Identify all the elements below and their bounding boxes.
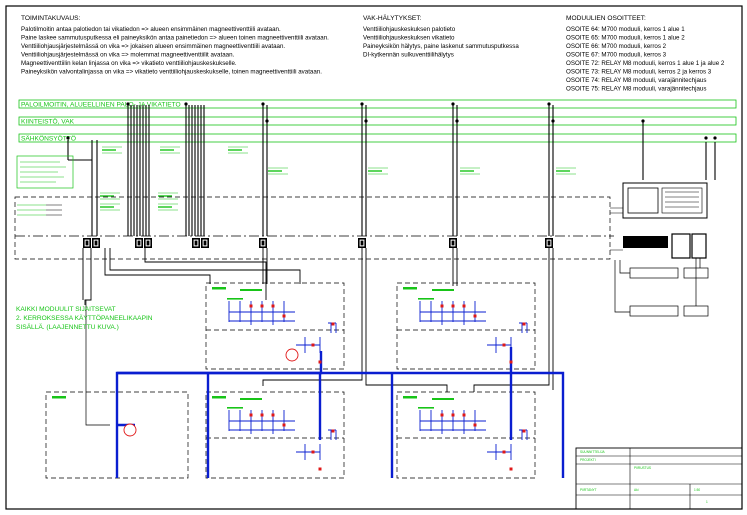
function-line: Palotilmoitin antaa palotiedon tai vikat… [21,26,281,33]
note-line: SISÄLLÄ. (LAAJENNETTU KUVA.) [16,323,119,331]
function-line: Venttiiliohjausjärjestelmässä on vika =>… [21,52,235,59]
title-block-field: 1 [706,500,708,504]
vak-line: Paineyksikön hälytys, paine laskenut sam… [363,43,519,50]
pressure-signal-line [85,300,110,426]
function-line: Paineyksikön valvontalinjassa on vika =>… [21,69,322,76]
bus-sahko-label: SÄHKÖNSYÖTTÖ [21,134,76,142]
title-block-field: PIIRTÄNYT [580,488,597,492]
title-block-field: SUUNNITTELIJA [580,450,605,454]
vak-alarms: VAK-HÄLYTYKSET: Venttiiliohjauskeskuksen… [363,14,519,59]
pressure-tanks [123,348,299,437]
sprinkler-main-pipe [115,347,565,478]
title-block-field: Aki [634,488,639,492]
title-block: SUUNNITTELIJA PROJEKTI PIIRUSTUS PIIRTÄN… [575,447,743,510]
feeder-lines [67,105,716,236]
module-symbols [83,238,553,248]
module-tags [99,146,577,211]
bus-taps [66,102,717,140]
module-line: OSOITE 73: RELAY M8 moduuli, kerros 2 ja… [566,69,712,76]
bus-palo: PALOILMOITIN, ALUEELLINEN PALO- JA VIKAT… [18,99,737,108]
module-location-note: KAIKKI MODUULIT SIJAITSEVAT 2. KERROKSES… [16,306,153,331]
module-line: OSOITE 67: M700 moduuli, kerros 3 [566,52,667,59]
valve-stations [228,301,528,460]
vak-line: Venttiiliohjauskeskuksen palotieto [363,26,456,33]
function-line: Venttiiliohjausjärjestelmässä on vika =>… [21,43,285,50]
note-line: 2. KERROKSESSA KÄYTTÖPANEELIKAAPIN [16,314,153,322]
module-line: OSOITE 75: RELAY M8 moduuli, varajännite… [566,86,706,93]
vak-line: Venttiiliohjauskeskuksen vikatieto [363,35,455,42]
control-wiring [82,248,554,392]
bus-kiinteisto-label: KIINTEISTÖ, VAK [21,117,75,125]
module-line: OSOITE 65: M700 moduuli, kerros 1 alue 2 [566,35,685,42]
valve-markers [249,304,526,471]
title-block-field: PROJEKTI [580,458,596,462]
vak-line: DI-kytkennän sulkuventtiilihälytys [363,52,454,59]
function-line: Paine laskee sammutusputkessa eli painey… [21,35,329,42]
bus-kiinteisto: KIINTEISTÖ, VAK [18,116,737,125]
function-description: TOIMINTAKUVAUS: Palotilmoitin antaa palo… [21,15,329,76]
module-line: OSOITE 64: M700 moduuli, kerros 1 alue 1 [566,26,685,33]
bus-sahko: SÄHKÖNSYÖTTÖ [18,133,737,143]
function-description-title: TOIMINTAKUVAUS: [21,15,81,22]
note-line: KAIKKI MODUULIT SIJAITSEVAT [16,306,116,313]
function-line: Magneettiventtiilin kelan linjassa on vi… [21,60,237,67]
title-block-field: PIIRUSTUS [634,466,651,470]
module-line: OSOITE 72: RELAY M8 moduuli, kerros 1 al… [566,60,725,67]
module-cabinet-outline [14,196,611,260]
vak-alarms-title: VAK-HÄLYTYKSET: [363,14,422,22]
sheet-frame [5,5,743,510]
module-line: OSOITE 66: M700 moduuli, kerros 2 [566,43,667,50]
power-supply-box [16,155,74,216]
title-block-field: 1:50 [694,488,700,492]
small-green-labels [52,287,454,409]
module-addresses: MODUULIEN OSOITTEET: OSOITE 64: M700 mod… [566,15,725,93]
module-line: OSOITE 74: RELAY M8 moduuli, varajännite… [566,77,706,84]
valve-control-center [610,182,709,317]
module-addresses-title: MODUULIEN OSOITTEET: [566,15,646,22]
bus-palo-label: PALOILMOITIN, ALUEELLINEN PALO- JA VIKAT… [21,101,181,108]
